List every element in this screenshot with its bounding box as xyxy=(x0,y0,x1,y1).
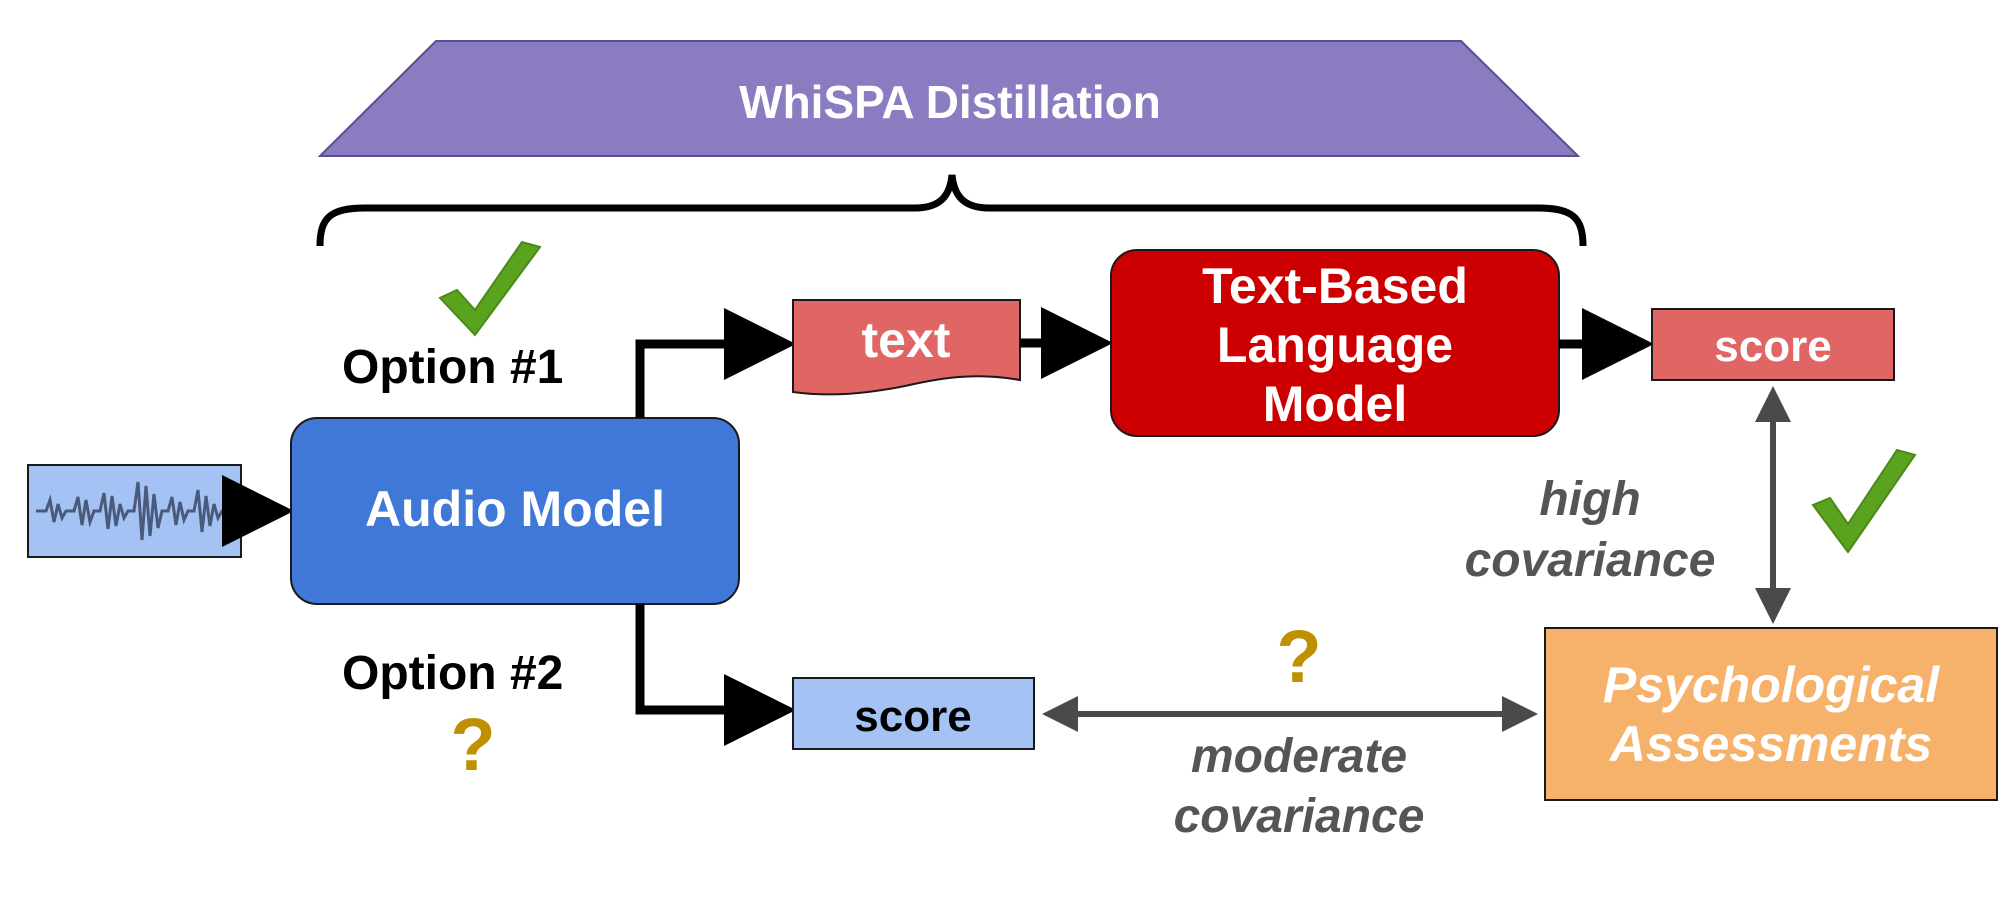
option1-label: Option #1 xyxy=(342,341,563,394)
audio-model-label: Audio Model xyxy=(365,481,665,537)
text-lm-label-line3: Model xyxy=(1263,376,1407,432)
check-icon xyxy=(438,240,542,337)
question-mark-icon: ? xyxy=(450,703,495,786)
high-covariance-line1: high xyxy=(1539,473,1640,526)
audio-model-box xyxy=(290,417,740,605)
score-bottom-label: score xyxy=(854,692,971,741)
question-mark-icon-2: ? xyxy=(1276,615,1321,698)
option2-label: Option #2 xyxy=(342,647,563,700)
audio-waveform-icon xyxy=(27,464,242,558)
distillation-title: WhiSPA Distillation xyxy=(739,76,1161,128)
curly-brace xyxy=(316,174,1587,247)
psych-assessments-box xyxy=(1544,627,1998,801)
distillation-banner xyxy=(317,40,1581,157)
score-bottom-box xyxy=(792,677,1035,750)
text-label: text xyxy=(862,312,951,368)
check-icon-right xyxy=(1811,448,1917,554)
option2-path xyxy=(635,604,796,746)
score-top-box xyxy=(1651,308,1895,381)
high-covariance-line2: covariance xyxy=(1465,534,1716,587)
moderate-covariance-line1: moderate xyxy=(1191,730,1407,783)
moderate-covariance-line2: covariance xyxy=(1174,790,1425,843)
score-top-label: score xyxy=(1714,322,1831,371)
psych-label-line2: Assessments xyxy=(1608,716,1932,772)
text-lm-label-line2: Language xyxy=(1217,317,1453,373)
text-document-box xyxy=(792,299,1021,396)
text-lm-label-line1: Text-Based xyxy=(1202,258,1468,314)
psych-label-line1: Psychological xyxy=(1603,657,1940,713)
option1-path xyxy=(635,308,796,418)
